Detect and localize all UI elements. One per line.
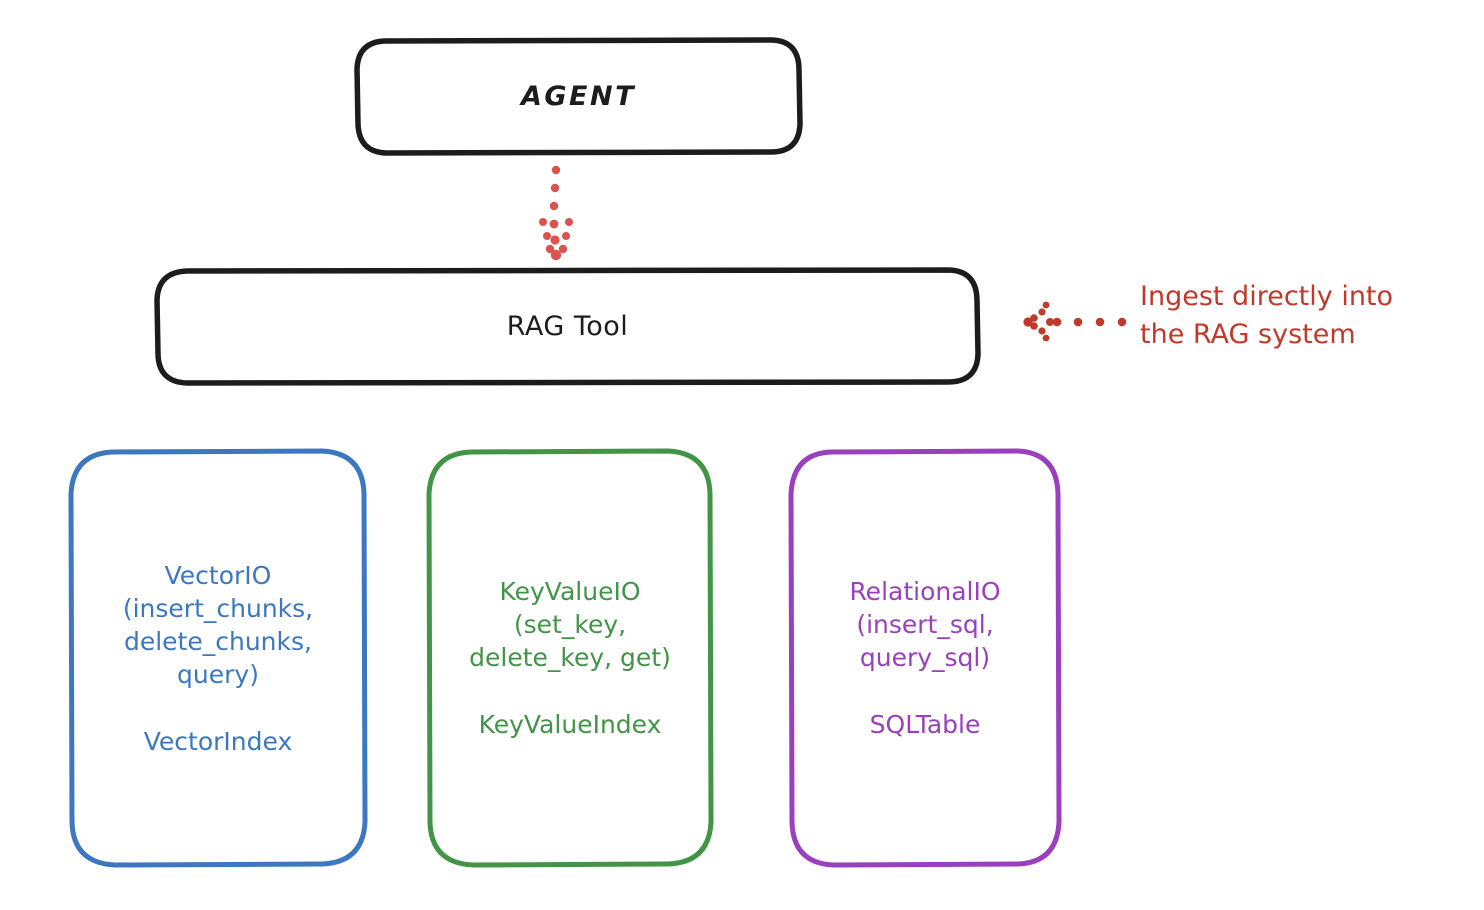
- keyvalue-store-api-label: KeyValueIO (set_key, delete_key, get): [469, 577, 671, 672]
- relational-store-api-label: RelationalIO (insert_sql, query_sql): [849, 577, 1001, 672]
- node-keyvalue-store[interactable]: KeyValueIO (set_key, delete_key, get) Ke…: [426, 448, 714, 868]
- agent-label: AGENT: [520, 81, 636, 112]
- rag-tool-label: RAG Tool: [506, 311, 629, 342]
- node-vector-store[interactable]: VectorIO (insert_chunks, delete_chunks, …: [68, 448, 368, 868]
- dotted-down-arrow-icon: [539, 165, 573, 261]
- relational-store-index-label: SQLTable: [869, 710, 981, 739]
- vector-store-api-label: VectorIO (insert_chunks, delete_chunks, …: [122, 560, 314, 689]
- keyvalue-store-index-label: KeyValueIndex: [478, 710, 662, 739]
- node-agent[interactable]: AGENT: [354, 37, 803, 156]
- node-relational-store[interactable]: RelationalIO (insert_sql, query_sql) SQL…: [788, 448, 1062, 868]
- dotted-left-arrow-icon: [1023, 301, 1127, 342]
- node-rag-tool[interactable]: RAG Tool: [154, 267, 981, 386]
- ingest-annotation: Ingest directly into the RAG system: [1140, 281, 1394, 351]
- vector-store-index-label: VectorIndex: [143, 726, 293, 756]
